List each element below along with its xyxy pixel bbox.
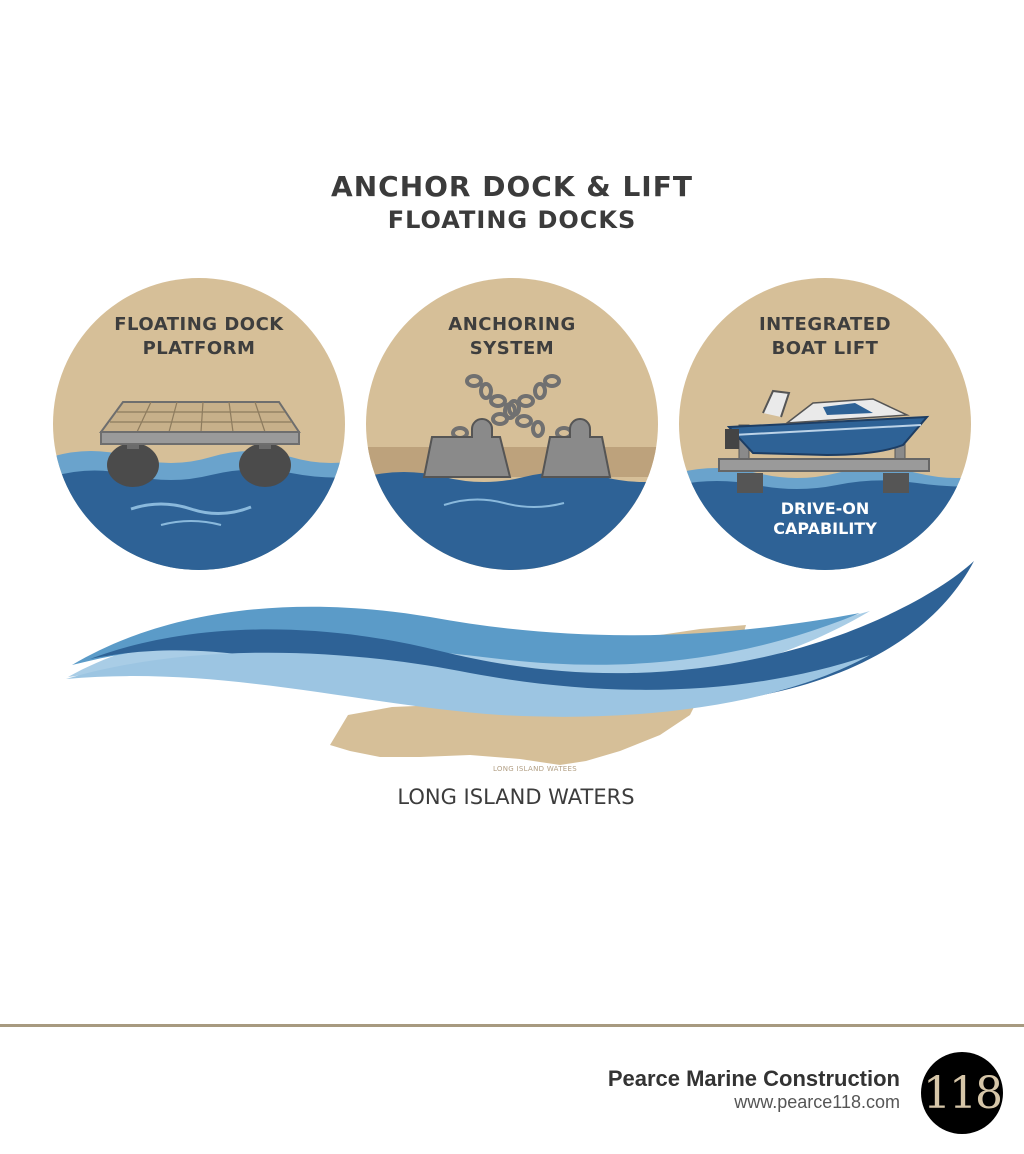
panel-2-label-line-2: SYSTEM — [469, 338, 555, 359]
drive-on-note-line-2: CAPABILITY — [773, 519, 877, 538]
wave-island-illustration — [66, 561, 974, 765]
panel-boat-lift: INTEGRATED BOAT LIFT DRIVE-ON CAPABILITY — [677, 277, 973, 571]
company-name: Pearce Marine Construction — [607, 1066, 900, 1091]
panel-1-label-line-1: FLOATING DOCK — [114, 314, 284, 335]
floating-dock-icon — [53, 278, 345, 570]
panel-1-label-line-2: PLATFORM — [142, 338, 256, 359]
drive-on-note-line-1: DRIVE-ON — [780, 499, 870, 518]
company-logo: 118 — [921, 1052, 1003, 1134]
logo-text: 118 — [923, 1067, 1003, 1119]
wave-front — [66, 652, 870, 717]
page-subtitle: FLOATING DOCKS — [387, 206, 637, 234]
map-label: LONG ISLAND WATEES — [492, 765, 577, 773]
anchor-chain-icon — [366, 278, 658, 570]
panel-3-label: INTEGRATED BOAT LIFT — [677, 313, 973, 361]
footer-divider — [0, 1024, 1024, 1027]
drive-on-note: DRIVE-ON CAPABILITY — [677, 499, 973, 539]
panel-anchoring-system: ANCHORING SYSTEM — [364, 277, 660, 571]
panel-3-label-line-2: BOAT LIFT — [771, 338, 879, 359]
panel-2-label: ANCHORING SYSTEM — [364, 313, 660, 361]
panel-1-label: FLOATING DOCK PLATFORM — [51, 313, 347, 361]
website-link[interactable]: www.pearce118.com — [734, 1092, 900, 1112]
region-label: LONG ISLAND WATERS — [397, 785, 635, 809]
panel-floating-dock: FLOATING DOCK PLATFORM — [51, 277, 347, 571]
page-title: ANCHOR DOCK & LIFT — [331, 170, 693, 203]
panel-3-label-line-1: INTEGRATED — [758, 314, 892, 335]
wave-deep — [90, 561, 974, 707]
panel-2-label-line-1: ANCHORING — [448, 314, 576, 335]
wave-mid — [72, 606, 860, 665]
boat-lift-icon — [679, 278, 971, 570]
